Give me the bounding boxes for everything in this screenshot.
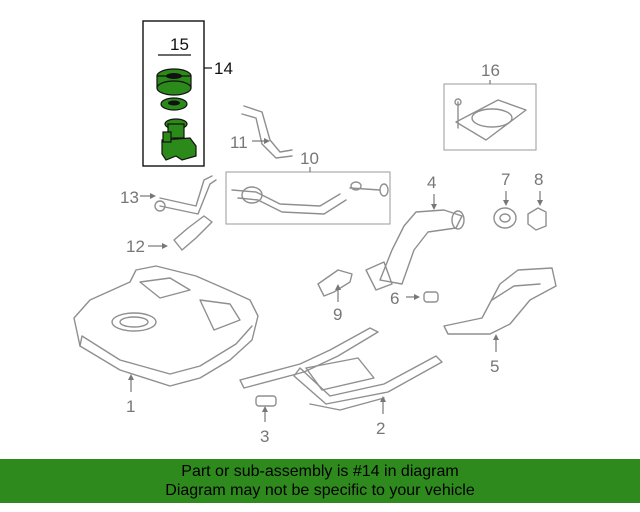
callout-1: 1: [126, 397, 135, 416]
callout-16: 16: [481, 61, 500, 80]
callout-11: 11: [230, 133, 248, 152]
parts-diagram: 14 15 16 10: [73, 20, 557, 446]
callout-2: 2: [376, 419, 385, 438]
part-6-valve[interactable]: 6: [390, 289, 439, 308]
part-12-hose[interactable]: 12: [126, 215, 213, 256]
part-9-hose[interactable]: 9: [317, 269, 353, 324]
part-5-shield[interactable]: 5: [443, 267, 557, 376]
part-4-filler-neck[interactable]: 4: [365, 173, 465, 291]
callout-14: 14: [214, 59, 233, 78]
callout-3: 3: [260, 427, 269, 446]
part-8-cap-tether[interactable]: 8: [527, 170, 547, 231]
callout-4: 4: [427, 173, 436, 192]
part-16-group[interactable]: 16: [443, 61, 537, 151]
callout-9: 9: [333, 305, 342, 324]
callout-12: 12: [126, 237, 145, 256]
callout-8: 8: [534, 170, 543, 189]
part-10-box: [225, 171, 391, 225]
part-7-fuel-cap[interactable]: 7: [493, 170, 517, 229]
banner-line-1: Part or sub-assembly is #14 in diagram: [181, 463, 459, 480]
gasket-part-15: [160, 97, 188, 111]
lock-ring-part-15: [156, 68, 192, 96]
part-14-fuel-pump-group[interactable]: 14 15: [142, 20, 233, 167]
part-3-bolt[interactable]: 3: [255, 395, 277, 446]
callout-13: 13: [120, 188, 139, 207]
callout-15: 15: [170, 35, 189, 54]
callout-5: 5: [490, 357, 499, 376]
callout-7: 7: [501, 170, 510, 189]
fuel-pump-module: [161, 118, 197, 161]
info-banner: Part or sub-assembly is #14 in diagram D…: [0, 459, 640, 503]
callout-10: 10: [300, 149, 319, 168]
access-cover: [455, 99, 527, 141]
banner-line-2: Diagram may not be specific to your vehi…: [165, 482, 475, 499]
callout-6: 6: [390, 289, 399, 308]
part-2-tank-straps[interactable]: 2: [239, 327, 443, 438]
part-11-hose[interactable]: 11: [230, 105, 293, 159]
part-1-fuel-tank[interactable]: 1: [73, 265, 259, 416]
part-10-group[interactable]: 10: [225, 149, 391, 225]
part-13-pipe[interactable]: 13: [120, 175, 217, 215]
